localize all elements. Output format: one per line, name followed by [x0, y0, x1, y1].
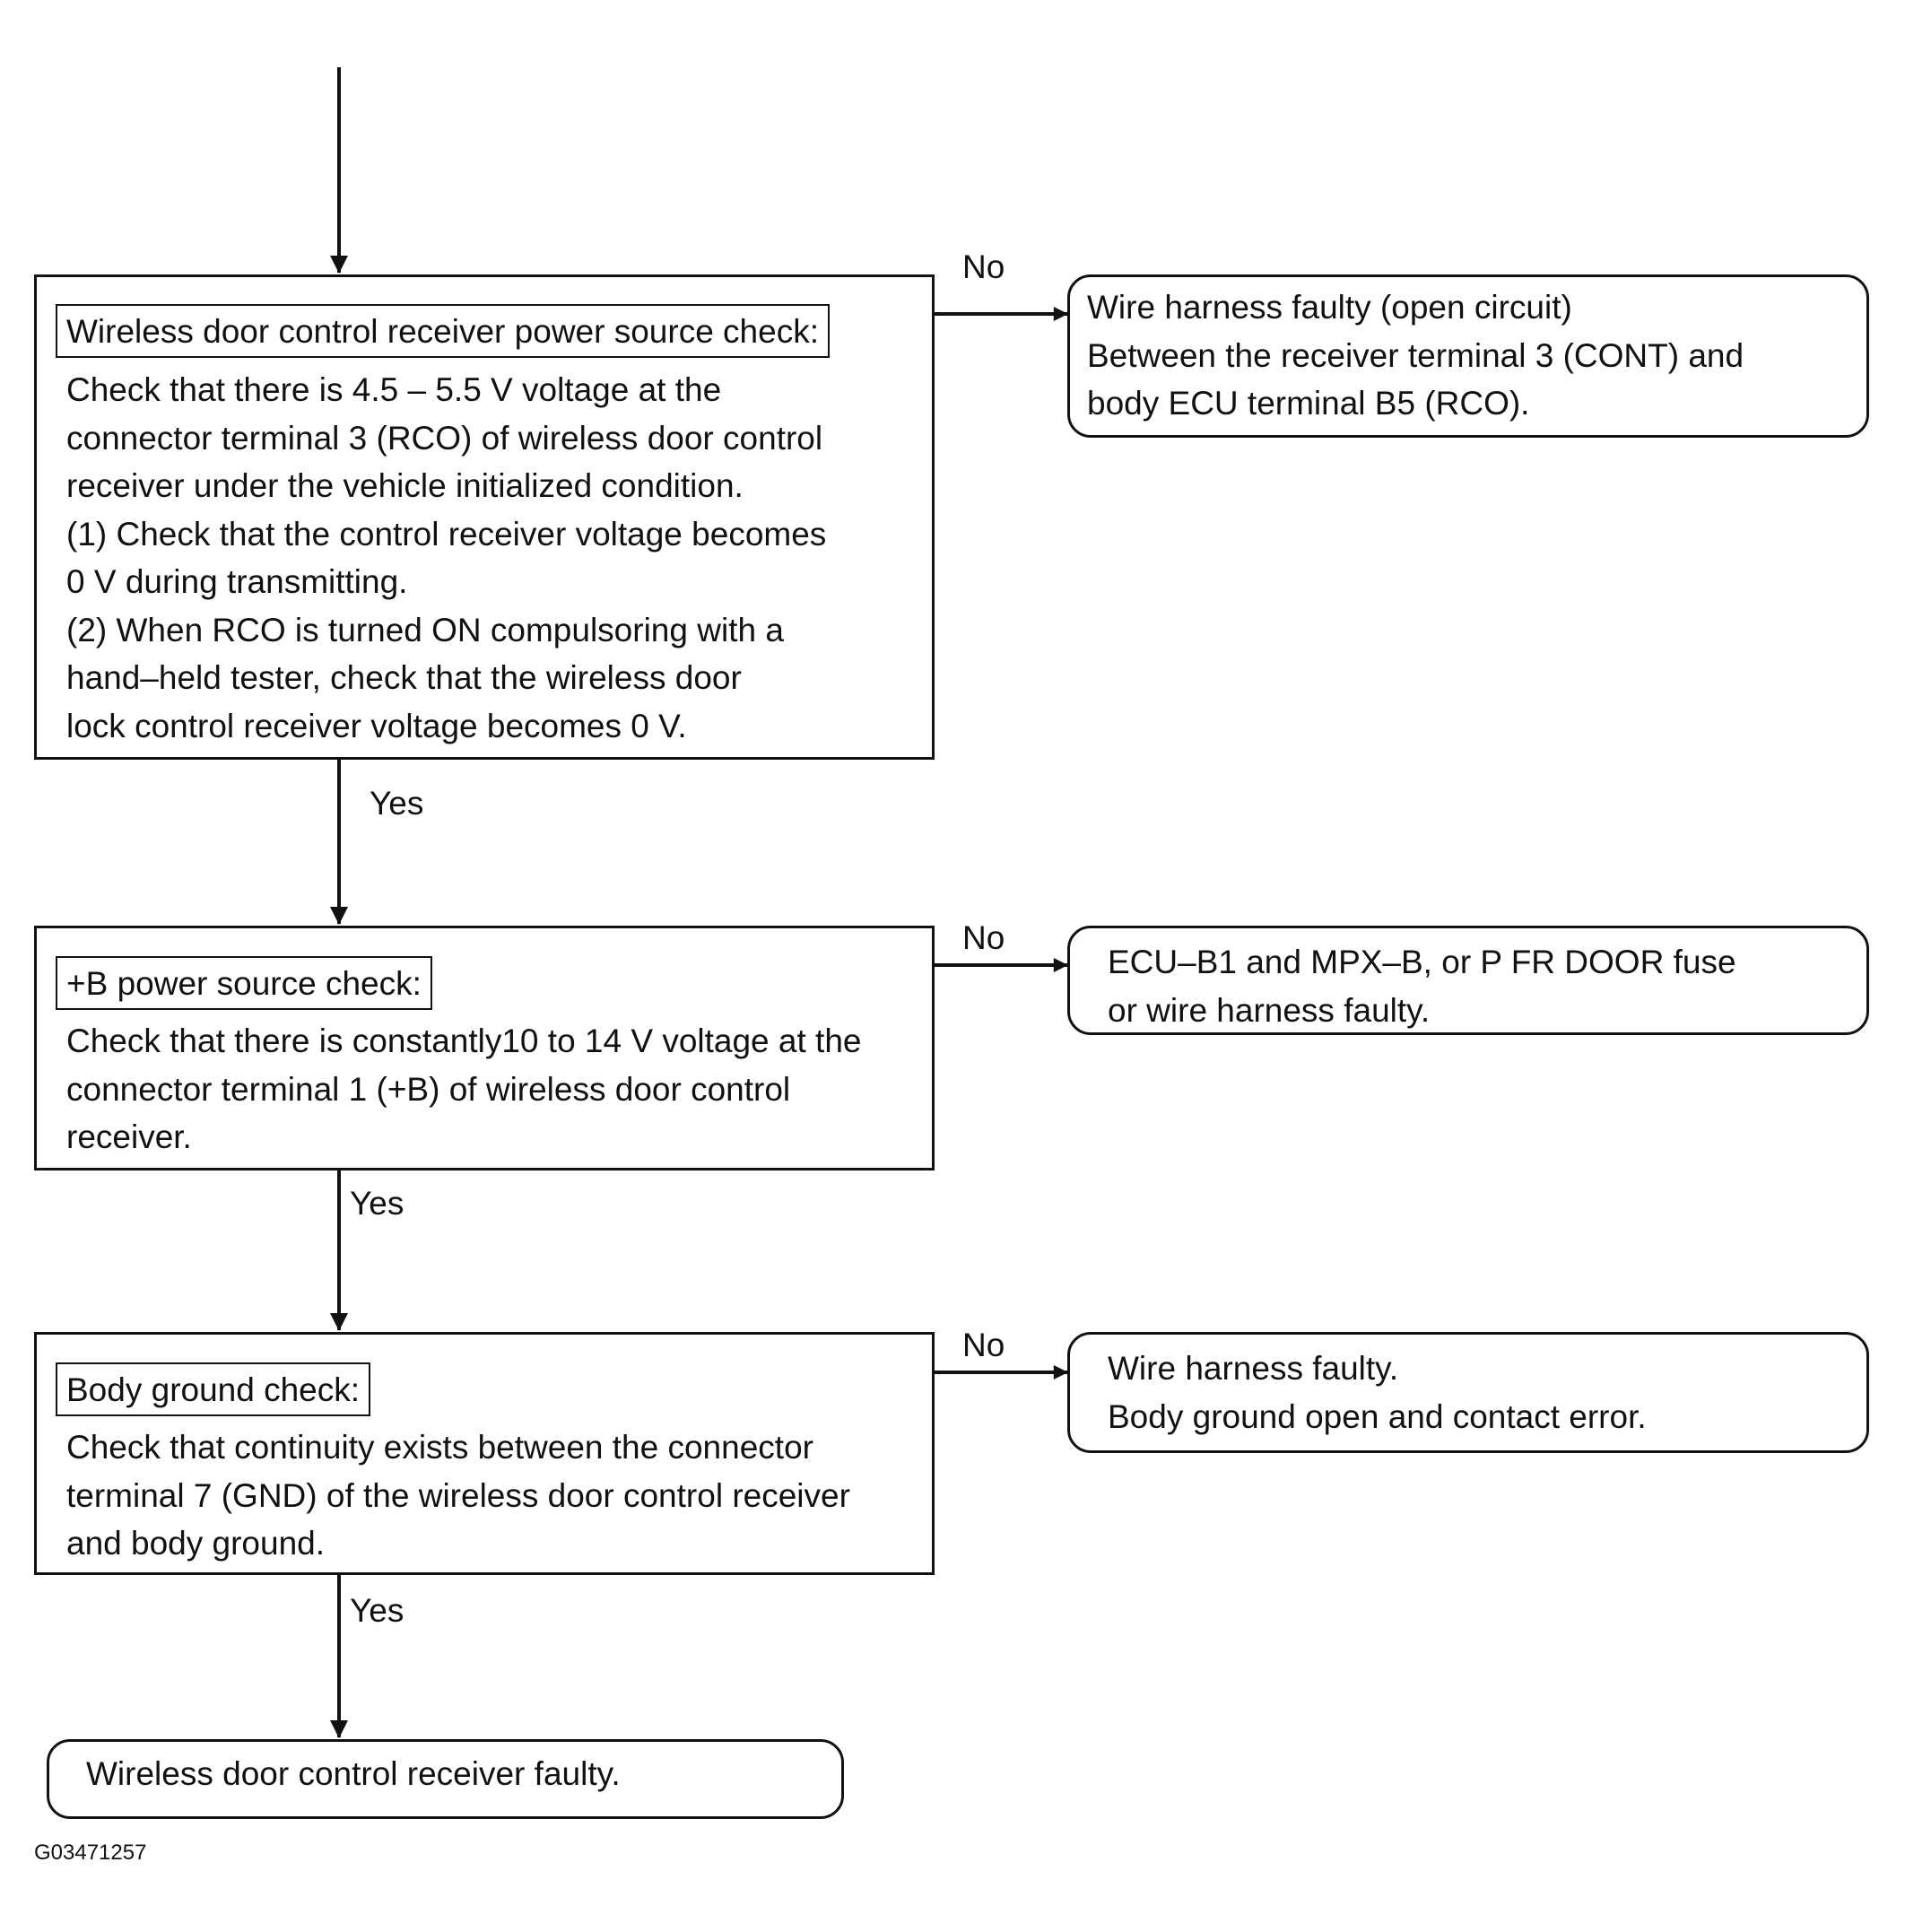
result-line: or wire harness faulty.: [1108, 991, 1431, 1029]
step-2-yes-label: Yes: [350, 1185, 404, 1222]
step-2-no-result: [1067, 926, 1869, 1035]
step-3-text: Check that continuity exists between the…: [66, 1423, 850, 1568]
step-1-line: 0 V during transmitting.: [66, 563, 408, 600]
step-1-no-label: No: [962, 248, 1005, 285]
step-3-no-result: [1067, 1332, 1869, 1453]
step-3-no-result-text: Wire harness faulty. Body ground open an…: [1108, 1345, 1647, 1440]
step-1-text: Check that there is 4.5 – 5.5 V voltage …: [66, 366, 826, 750]
result-line: Wire harness faulty.: [1108, 1350, 1399, 1387]
step-2-no-label: No: [962, 919, 1005, 956]
step-1-line: receiver under the vehicle initialized c…: [66, 467, 744, 504]
step-2-line: Check that there is constantly10 to 14 V…: [66, 1023, 862, 1059]
step-2-line: connector terminal 1 (+B) of wireless do…: [66, 1070, 791, 1108]
step-3-yes-label: Yes: [350, 1592, 404, 1629]
step-1-no-result: [1067, 274, 1869, 438]
step-3-line: and body ground.: [66, 1525, 326, 1562]
step-2-no-result-text: ECU–B1 and MPX–B, or P FR DOOR fuse or w…: [1108, 938, 1736, 1034]
step-3-line: terminal 7 (GND) of the wireless door co…: [66, 1476, 850, 1514]
figure-code: G03471257: [34, 1841, 147, 1865]
final-result-box: [47, 1739, 844, 1819]
result-line: Body ground open and contact error.: [1108, 1397, 1647, 1435]
final-result-text: Wireless door control receiver faulty.: [86, 1755, 621, 1792]
step-1-no-result-text: Wire harness faulty (open circuit) Betwe…: [1087, 283, 1744, 428]
step-1-line: hand–held tester, check that the wireles…: [66, 659, 742, 696]
step-3-no-label: No: [962, 1327, 1005, 1363]
step-1-yes-label: Yes: [370, 785, 424, 822]
result-line: Between the receiver terminal 3 (CONT) a…: [1087, 336, 1744, 374]
result-line: body ECU terminal B5 (RCO).: [1087, 385, 1530, 422]
step-3-line: Check that continuity exists between the…: [66, 1429, 813, 1466]
step-1-line: connector terminal 3 (RCO) of wireless d…: [66, 419, 823, 457]
step-2-text: Check that there is constantly10 to 14 V…: [66, 1017, 861, 1162]
step-1-line: (1) Check that the control receiver volt…: [66, 515, 827, 553]
result-line: Wire harness faulty (open circuit): [1087, 289, 1572, 326]
step-1-line: (2) When RCO is turned ON compulsoring w…: [66, 611, 784, 648]
step-2-line: receiver.: [66, 1118, 192, 1155]
step-1-line: lock control receiver voltage becomes 0 …: [66, 707, 687, 744]
step-3-title: Body ground check:: [56, 1362, 371, 1416]
step-2-title: +B power source check:: [56, 956, 432, 1010]
result-line: ECU–B1 and MPX–B, or P FR DOOR fuse: [1108, 944, 1736, 980]
step-1-title: Wireless door control receiver power sou…: [56, 304, 830, 358]
step-1-line: Check that there is 4.5 – 5.5 V voltage …: [66, 371, 722, 408]
